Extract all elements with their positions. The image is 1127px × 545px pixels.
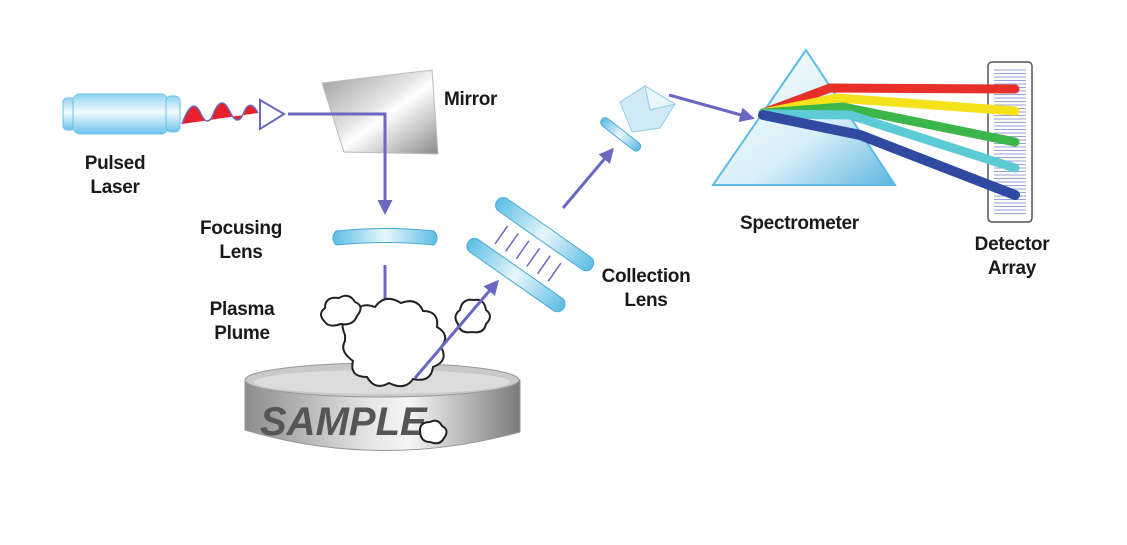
laser-beam-arrow [288, 112, 393, 215]
coupling-lens-icon [600, 117, 642, 152]
focusing-lens-icon [332, 228, 438, 246]
laser-pulse-wave-icon [181, 98, 286, 131]
pulsed-laser-label: Pulsed Laser [84, 153, 146, 198]
sample-label: SAMPLE [260, 400, 428, 444]
mirror-icon [321, 69, 439, 155]
detector-array-label: Detector Array [974, 234, 1050, 279]
collected-beam-arrow [561, 147, 614, 209]
sample-dish-icon [244, 362, 521, 451]
fiber-beam-arrow [668, 93, 755, 123]
pulsed-laser-icon [62, 93, 181, 135]
collection-lens-label: Collection Lens [601, 266, 691, 311]
spectrometer-label: Spectrometer [740, 213, 859, 234]
plasma-plume-label: Plasma Plume [209, 299, 275, 344]
spectrum-beam-cyan [758, 109, 1020, 173]
emission-beam-arrow [413, 279, 499, 379]
plasma-plume-icon [320, 294, 491, 445]
focusing-lens-label: Focusing Lens [199, 218, 283, 263]
mirror-label: Mirror [444, 89, 498, 110]
collection-lens-icon [466, 196, 595, 313]
fiber-coupler-icon [619, 84, 677, 133]
spectrum-beams [758, 83, 1020, 200]
spectrum-beam-blue [758, 110, 1020, 200]
